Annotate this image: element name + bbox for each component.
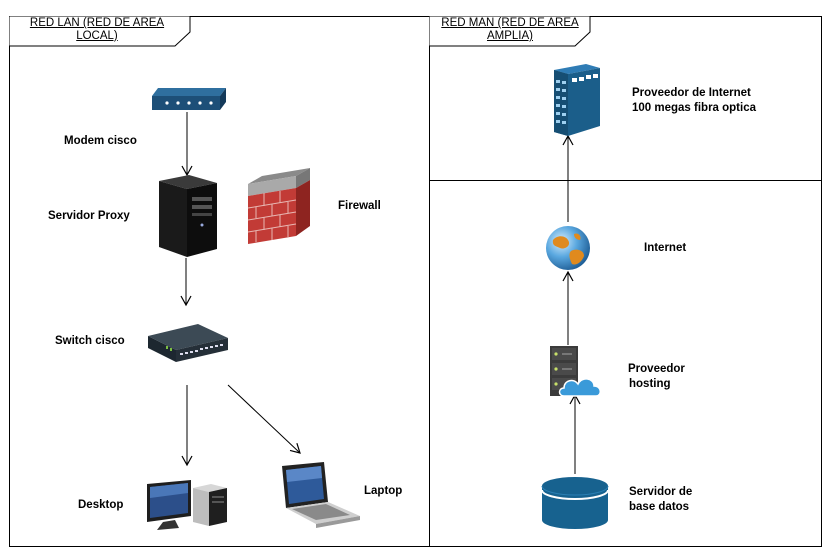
db-label-line1: Servidor de: [629, 486, 693, 498]
proxy-server-icon: [159, 175, 217, 257]
desktop-label: Desktop: [78, 499, 124, 511]
hosting-label-line1: Proveedor: [628, 363, 685, 375]
isp-label-line2: 100 megas fibra optica: [632, 102, 756, 114]
hosting-server-cloud-icon: [550, 346, 601, 397]
switch-icon: [148, 324, 228, 362]
arrow-switch-laptop: [227, 384, 301, 454]
modem-label: Modem cisco: [64, 135, 137, 147]
firewall-label: Firewall: [338, 200, 381, 212]
isp-label: Proveedor de Internet 100 megas fibra op…: [632, 86, 756, 116]
internet-globe-icon: [546, 226, 590, 270]
db-label: Servidor de base datos: [629, 485, 692, 515]
isp-building-icon: [554, 64, 600, 136]
proxy-label: Servidor Proxy: [48, 210, 130, 222]
hosting-label: Proveedor hosting: [628, 362, 685, 392]
laptop-icon: [282, 462, 360, 528]
internet-label: Internet: [644, 242, 687, 254]
man-divider: [429, 180, 822, 181]
laptop-label: Laptop: [364, 485, 403, 497]
hosting-label-line2: hosting: [629, 378, 671, 390]
man-title: RED MAN (RED DE AREA AMPLIA): [432, 17, 588, 43]
db-label-line2: base datos: [629, 501, 690, 513]
lan-title-line2: LOCAL): [76, 30, 118, 42]
lan-title-line1: RED LAN (RED DE AREA: [29, 17, 165, 29]
man-title-tab: [429, 16, 591, 47]
database-icon: [541, 477, 609, 529]
lan-title: RED LAN (RED DE AREA LOCAL): [12, 17, 182, 43]
firewall-icon: [247, 168, 310, 244]
desktop-icon: [147, 480, 227, 530]
lan-title-tab: [9, 16, 191, 47]
man-title-line1: RED MAN (RED DE AREA: [441, 17, 579, 29]
man-title-line2: AMPLIA): [486, 30, 533, 42]
isp-label-line1: Proveedor de Internet: [632, 87, 751, 99]
modem-icon: [152, 88, 226, 110]
switch-label: Switch cisco: [55, 335, 125, 347]
